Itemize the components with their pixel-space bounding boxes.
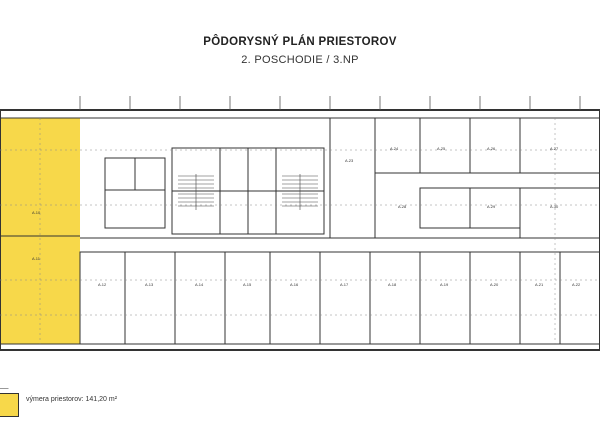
legend-label: výmera priestorov: 141,20 m² xyxy=(26,396,118,403)
room-label: A.13 xyxy=(145,282,154,287)
page-subtitle: 2. POSCHODIE / 3.NP xyxy=(241,54,359,66)
room-label: A.11 xyxy=(32,256,41,261)
room-label: A.17 xyxy=(340,282,349,287)
room-label: A.23 xyxy=(345,158,354,163)
floor-plan: A.10 A.11 A.12 A.13 A.14 A.15 A.16 A.17 … xyxy=(0,96,600,351)
north-rooms xyxy=(329,117,600,239)
room-label: A.15 xyxy=(243,282,252,287)
room-label: A.24 xyxy=(390,146,399,151)
room-label: A.21 xyxy=(535,282,544,287)
grid-axis-ticks xyxy=(79,96,581,110)
legend-swatch xyxy=(0,393,19,417)
room-label: A.12 xyxy=(98,282,107,287)
room-label: A.14 xyxy=(195,282,204,287)
room-label: A.30 xyxy=(550,204,559,209)
room-label: A.28 xyxy=(398,204,407,209)
room-label: A.10 xyxy=(32,210,41,215)
ceiling-grid xyxy=(0,118,600,344)
legend xyxy=(0,386,240,420)
room-label: A.18 xyxy=(388,282,397,287)
room-label: A.26 xyxy=(487,146,496,151)
south-rooms xyxy=(79,251,600,345)
room-label: A.20 xyxy=(490,282,499,287)
room-label: A.27 xyxy=(550,146,559,151)
room-label: A.19 xyxy=(440,282,449,287)
room-labels: A.10 A.11 A.12 A.13 A.14 A.15 A.16 A.17 … xyxy=(32,146,581,287)
room-label: A.25 xyxy=(437,146,446,151)
corridor-walls xyxy=(0,235,600,253)
page-title: PÔDORYSNÝ PLÁN PRIESTOROV xyxy=(203,36,397,48)
room-label: A.22 xyxy=(572,282,581,287)
core-block xyxy=(104,147,325,235)
room-label: A.29 xyxy=(487,204,496,209)
room-label: A.16 xyxy=(290,282,299,287)
highlighted-area xyxy=(0,118,80,344)
outer-walls xyxy=(0,109,600,351)
